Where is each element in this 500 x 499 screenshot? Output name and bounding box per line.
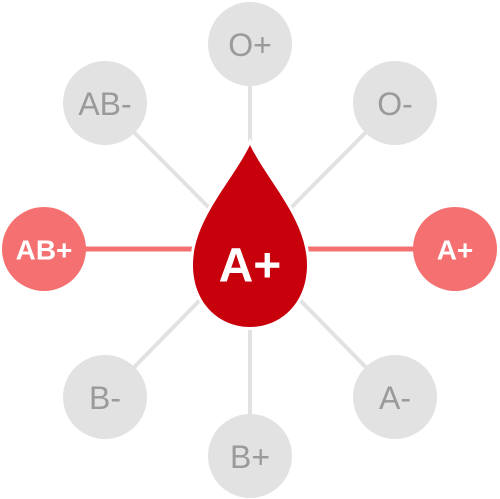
node-circle-ab-neg (63, 61, 147, 145)
node-label-a-pos: A+ (437, 235, 474, 266)
center-blood-type-label: A+ (219, 240, 282, 293)
node-circle-o-neg (353, 61, 437, 145)
node-b-pos: B+ (208, 414, 292, 498)
node-o-pos: O+ (208, 2, 292, 86)
node-circle-a-pos (413, 207, 497, 291)
node-ab-neg: AB- (63, 61, 147, 145)
node-label-a-neg: A- (379, 380, 411, 416)
node-b-neg: B- (63, 355, 147, 439)
node-label-b-pos: B+ (230, 439, 270, 475)
node-label-o-neg: O- (377, 86, 413, 122)
node-o-neg: O- (353, 61, 437, 145)
node-label-o-pos: O+ (228, 27, 272, 63)
node-circle-o-pos (208, 2, 292, 86)
node-label-ab-neg: AB- (78, 86, 131, 122)
node-a-pos: A+ (413, 207, 497, 291)
node-ab-pos: AB+ (2, 207, 86, 291)
node-circle-b-pos (208, 414, 292, 498)
center-blood-drop: A+ (189, 138, 311, 331)
node-a-neg: A- (353, 355, 437, 439)
node-label-ab-pos: AB+ (16, 235, 73, 266)
node-circle-b-neg (63, 355, 147, 439)
node-circle-ab-pos (2, 207, 86, 291)
node-label-b-neg: B- (89, 380, 121, 416)
node-circle-a-neg (353, 355, 437, 439)
blood-drop-icon (189, 138, 311, 331)
